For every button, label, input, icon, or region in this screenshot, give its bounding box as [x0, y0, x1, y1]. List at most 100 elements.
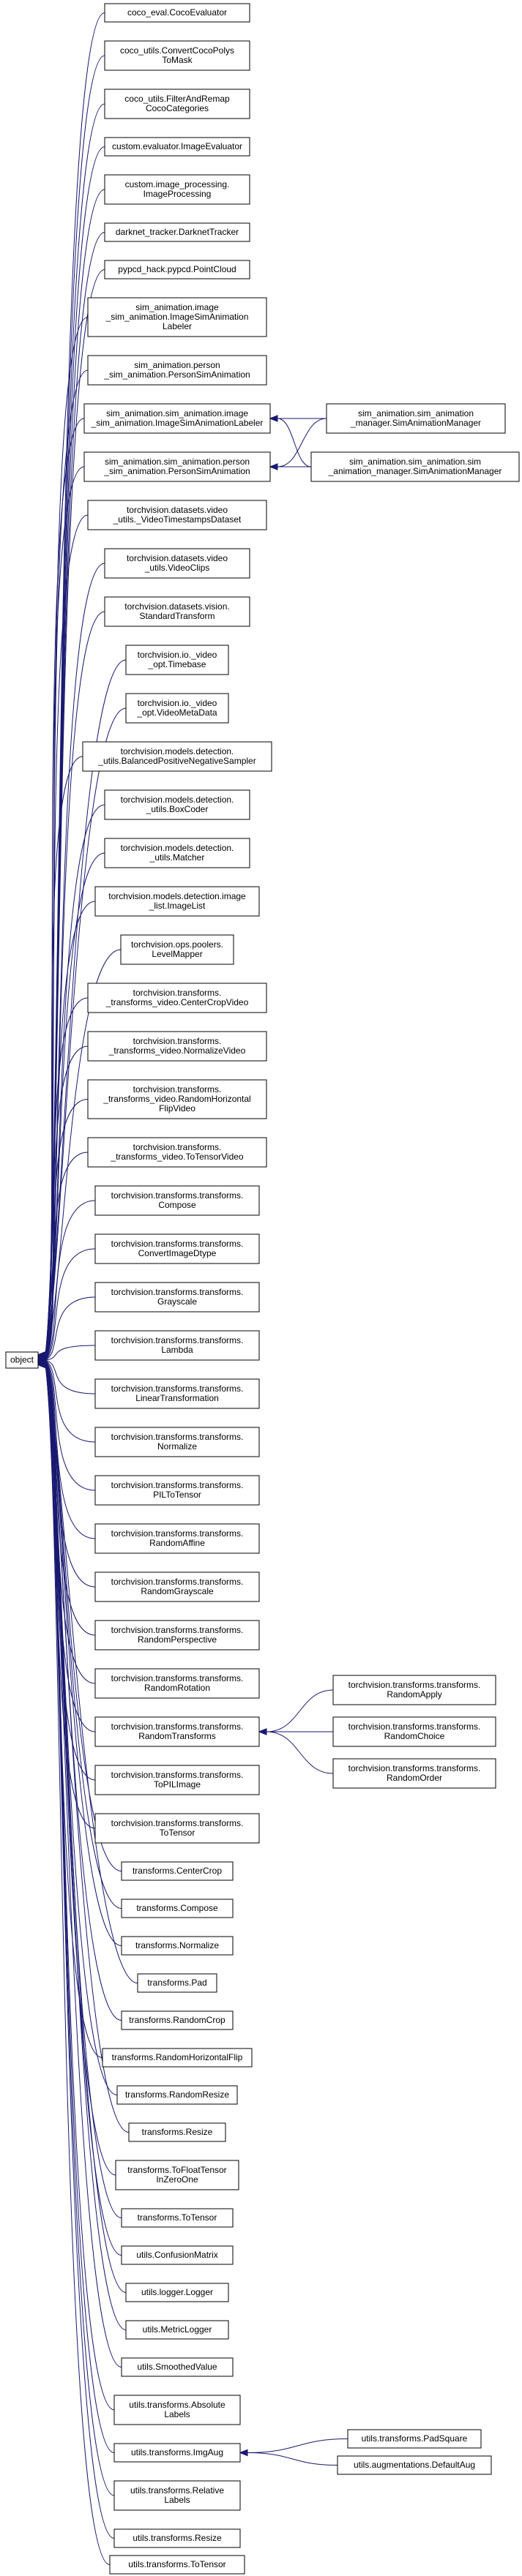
inheritance-edge	[45, 1248, 96, 1360]
class-node-n16[interactable]: torchvision.io._video_opt.VideoMetaData	[125, 693, 229, 724]
class-node-n12[interactable]: torchvision.datasets.video_utils._VideoT…	[87, 500, 267, 530]
class-node-label: _utils.Matcher	[149, 852, 205, 863]
class-node-box	[102, 2048, 253, 2068]
class-node-n9[interactable]: sim_animation.person_sim_animation.Perso…	[87, 355, 267, 386]
class-node-n36[interactable]: torchvision.transforms.transforms.Random…	[94, 1668, 260, 1699]
class-node-n13[interactable]: torchvision.datasets.video_utils.VideoCl…	[104, 548, 250, 579]
class-node-n18[interactable]: torchvision.models.detection._utils.BoxC…	[104, 789, 250, 820]
class-node-m2[interactable]: sim_animation.sim_animation.sim_animatio…	[310, 451, 520, 482]
class-node-box	[83, 403, 271, 434]
class-node-u2[interactable]: utils.augmentations.DefaultAug	[337, 2455, 492, 2475]
class-node-box	[94, 886, 260, 917]
class-node-n22[interactable]: torchvision.transforms._transforms_video…	[87, 983, 267, 1013]
class-node-label: RandomApply	[387, 1689, 441, 1700]
class-node-box	[104, 137, 250, 157]
class-node-n5[interactable]: custom.image_processing.ImageProcessing	[104, 174, 250, 205]
inheritance-edge	[45, 997, 89, 1359]
inheritance-edge	[45, 1045, 89, 1359]
class-node-n7[interactable]: pypcd_hack.pypcd.PointCloud	[104, 260, 250, 279]
class-node-label: utils.transforms.ImgAug	[131, 2447, 223, 2457]
class-node-n51[interactable]: utils.logger.Logger	[125, 2283, 229, 2302]
class-node-label: utils.transforms.Relative	[130, 2485, 224, 2496]
class-node-r2[interactable]: torchvision.transforms.transforms.Random…	[332, 1716, 496, 1747]
class-node-n28[interactable]: torchvision.transforms.transforms.Graysc…	[94, 1282, 260, 1313]
class-node-n37[interactable]: torchvision.transforms.transforms.Random…	[94, 1716, 260, 1747]
class-node-label: torchvision.transforms.transforms.	[111, 1625, 244, 1635]
class-node-n25[interactable]: torchvision.transforms._transforms_video…	[87, 1137, 267, 1168]
class-node-n31[interactable]: torchvision.transforms.transforms.Normal…	[94, 1427, 260, 1457]
class-node-label: Labels	[164, 2495, 190, 2505]
class-node-box	[121, 2208, 234, 2228]
class-node-n44[interactable]: transforms.RandomCrop	[121, 2010, 234, 2030]
class-node-n43[interactable]: transforms.Pad	[137, 1973, 217, 1993]
class-node-n49[interactable]: transforms.ToTensor	[121, 2208, 234, 2228]
class-node-label: torchvision.datasets.video	[127, 553, 228, 563]
class-node-n23[interactable]: torchvision.transforms._transforms_video…	[87, 1031, 267, 1062]
class-node-u1[interactable]: utils.transforms.PadSquare	[347, 2429, 482, 2449]
class-node-n57[interactable]: utils.transforms.Resize	[113, 2528, 241, 2548]
class-node-n33[interactable]: torchvision.transforms.transforms.Random…	[94, 1523, 260, 1554]
inheritance-edge	[45, 1360, 96, 1443]
class-node-r3[interactable]: torchvision.transforms.transforms.Random…	[332, 1758, 496, 1789]
class-node-n41[interactable]: transforms.Compose	[121, 1899, 234, 1918]
class-node-n4[interactable]: custom.evaluator.ImageEvaluator	[104, 137, 250, 157]
class-node-box	[94, 1282, 260, 1313]
class-node-n47[interactable]: transforms.Resize	[128, 2122, 226, 2142]
class-node-label: RandomChoice	[384, 1731, 445, 1741]
class-node-n58[interactable]: utils.transforms.ToTensor	[109, 2555, 245, 2575]
class-node-object[interactable]: object	[5, 1351, 39, 1369]
class-node-n39[interactable]: torchvision.transforms.transforms.ToTens…	[94, 1813, 260, 1844]
class-node-label: torchvision.transforms.	[133, 1142, 222, 1152]
class-node-n42[interactable]: transforms.Normalize	[121, 1936, 234, 1956]
class-node-n45[interactable]: transforms.RandomHorizontalFlip	[102, 2048, 253, 2068]
class-node-n8[interactable]: sim_animation.image_sim_animation.ImageS…	[87, 297, 267, 337]
class-node-n20[interactable]: torchvision.models.detection.image_list.…	[94, 886, 260, 917]
class-node-n11[interactable]: sim_animation.sim_animation.person_sim_a…	[83, 451, 271, 482]
class-node-label: sim_animation.sim_animation.sim	[349, 457, 481, 467]
class-node-n6[interactable]: darknet_tracker.DarknetTracker	[104, 222, 250, 242]
class-node-n24[interactable]: torchvision.transforms._transforms_video…	[87, 1079, 267, 1119]
class-node-label: RandomPerspective	[138, 1634, 217, 1645]
class-node-label: utils.transforms.ToTensor	[128, 2559, 225, 2569]
class-node-n32[interactable]: torchvision.transforms.transforms.PILToT…	[94, 1475, 260, 1506]
class-node-n19[interactable]: torchvision.models.detection._utils.Matc…	[104, 838, 250, 868]
class-node-n26[interactable]: torchvision.transforms.transforms.Compos…	[94, 1185, 260, 1216]
class-node-n34[interactable]: torchvision.transforms.transforms.Random…	[94, 1571, 260, 1602]
class-node-n27[interactable]: torchvision.transforms.transforms.Conver…	[94, 1233, 260, 1264]
class-node-n29[interactable]: torchvision.transforms.transforms.Lambda	[94, 1330, 260, 1361]
class-node-n38[interactable]: torchvision.transforms.transforms.ToPILI…	[94, 1765, 260, 1795]
class-node-n14[interactable]: torchvision.datasets.vision.StandardTran…	[104, 596, 250, 627]
class-node-n15[interactable]: torchvision.io._video_opt.Timebase	[125, 645, 229, 675]
class-node-n1[interactable]: coco_eval.CocoEvaluator	[104, 3, 250, 23]
class-node-label: _transforms_video.ToTensorVideo	[110, 1152, 244, 1162]
class-node-n50[interactable]: utils.ConfusionMatrix	[121, 2245, 234, 2265]
class-node-m1[interactable]: sim_animation.sim_animation_manager.SimA…	[326, 403, 506, 434]
class-node-n53[interactable]: utils.SmoothedValue	[121, 2357, 234, 2377]
class-node-n21[interactable]: torchvision.ops.poolers.LevelMapper	[120, 934, 234, 965]
class-node-label: torchvision.transforms.transforms.	[111, 1818, 244, 1828]
class-node-n55[interactable]: utils.transforms.ImgAug	[113, 2443, 241, 2463]
inheritance-edge	[45, 1363, 130, 2133]
class-node-box	[125, 2320, 229, 2340]
class-node-box	[104, 40, 250, 71]
class-node-n30[interactable]: torchvision.transforms.transforms.Linear…	[94, 1378, 260, 1409]
class-node-box	[104, 838, 250, 868]
class-node-label: torchvision.transforms.transforms.	[348, 1721, 481, 1732]
class-node-box	[94, 1475, 260, 1506]
class-node-n40[interactable]: transforms.CenterCrop	[121, 1861, 234, 1881]
class-node-r1[interactable]: torchvision.transforms.transforms.Random…	[332, 1675, 496, 1705]
inheritance-edge	[45, 1359, 96, 1394]
class-node-n46[interactable]: transforms.RandomResize	[116, 2085, 238, 2105]
class-node-box	[125, 693, 229, 724]
class-node-box	[104, 222, 250, 242]
class-node-n10[interactable]: sim_animation.sim_animation.image_sim_an…	[83, 403, 271, 434]
class-node-n35[interactable]: torchvision.transforms.transforms.Random…	[94, 1620, 260, 1651]
class-node-n52[interactable]: utils.MetricLogger	[125, 2320, 229, 2340]
class-node-label: RandomGrayscale	[141, 1586, 214, 1596]
class-node-n17[interactable]: torchvision.models.detection._utils.Bala…	[82, 741, 272, 772]
